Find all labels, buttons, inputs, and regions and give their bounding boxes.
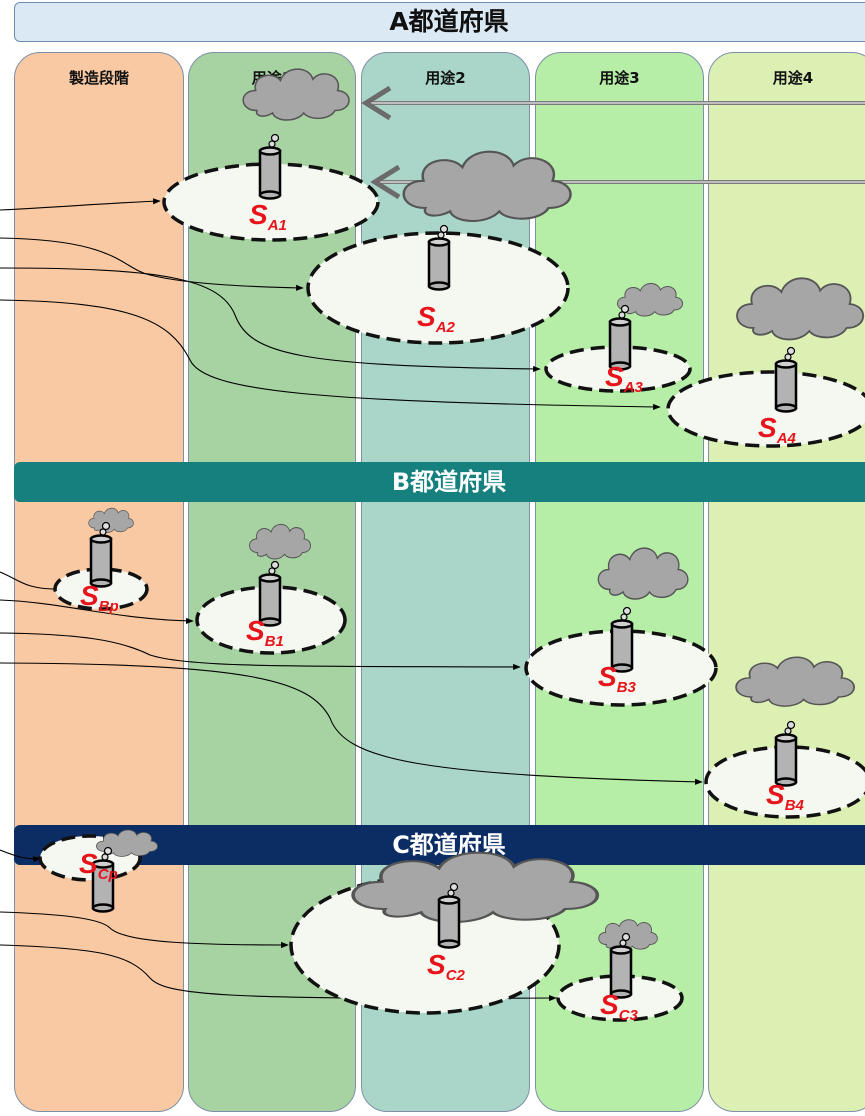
source-label-sa3: SA3 xyxy=(605,361,644,396)
smokestack-icon xyxy=(774,346,798,413)
prefecture-band-b: B都道府県 xyxy=(14,462,865,502)
source-label-sbp: SBp xyxy=(80,580,119,615)
flow-arrow-sa4 xyxy=(0,299,661,410)
smoke-cloud-icon xyxy=(242,68,350,121)
smoke-cloud-icon xyxy=(736,277,865,341)
source-label-scp: SCp xyxy=(79,848,118,883)
smoke-cloud-icon xyxy=(735,656,855,708)
flow-arrow-sc2 xyxy=(0,911,289,949)
flow-arrow-sb1 xyxy=(0,599,194,624)
source-label-sc2-main: SC2 xyxy=(427,949,466,984)
source-label-sa1: SA1 xyxy=(249,199,287,234)
source-label-sb3: SB3 xyxy=(598,661,637,696)
smoke-cloud-icon xyxy=(402,150,572,223)
smoke-cloud-icon xyxy=(88,507,134,533)
flow-arrow-sa3 xyxy=(0,267,541,372)
source-area-sbp xyxy=(53,567,149,611)
column-label-use4: 用途4 xyxy=(772,69,814,87)
prefecture-band-a: A都道府県 xyxy=(14,2,865,42)
source-label-sa2: SA2 xyxy=(417,301,456,336)
smoke-cloud-icon xyxy=(351,850,600,924)
flow-arrow-sb3 xyxy=(0,632,521,671)
source-label-sb4: SB4 xyxy=(766,779,805,814)
smokestack-icon xyxy=(774,720,798,787)
source-ellipses xyxy=(38,162,865,1022)
flow-arrow-scp xyxy=(0,849,41,863)
column-label-manufacturing: 製造段階 xyxy=(68,69,129,87)
smokestack-icon xyxy=(258,133,282,200)
source-label-sa4: SA4 xyxy=(758,412,797,447)
flow-arrow-sbp xyxy=(0,571,63,593)
arrow-icon xyxy=(370,164,401,200)
source-labels: SA1 SA2 SA3 SA4 SBp SB1 SB3 SB4 SCp SC2 … xyxy=(79,199,805,1024)
smoke-cloud-icon xyxy=(249,523,312,560)
flow-arrow-sb4 xyxy=(0,662,703,785)
column-label-use2: 用途2 xyxy=(425,69,466,87)
flow-arrow-sa2 xyxy=(0,237,304,291)
column-use4: 用途4 xyxy=(708,52,865,1112)
flow-arrow-sa1 xyxy=(0,198,161,211)
source-area-sa4 xyxy=(666,370,865,448)
column-label-use3: 用途3 xyxy=(599,69,640,87)
source-label-sb1: SB1 xyxy=(246,615,284,650)
smoke-cloud-icon xyxy=(597,547,689,600)
arrow-icon xyxy=(361,85,392,121)
source-label-sc3: SC3 xyxy=(600,989,639,1024)
smokestack-icon xyxy=(608,304,632,371)
